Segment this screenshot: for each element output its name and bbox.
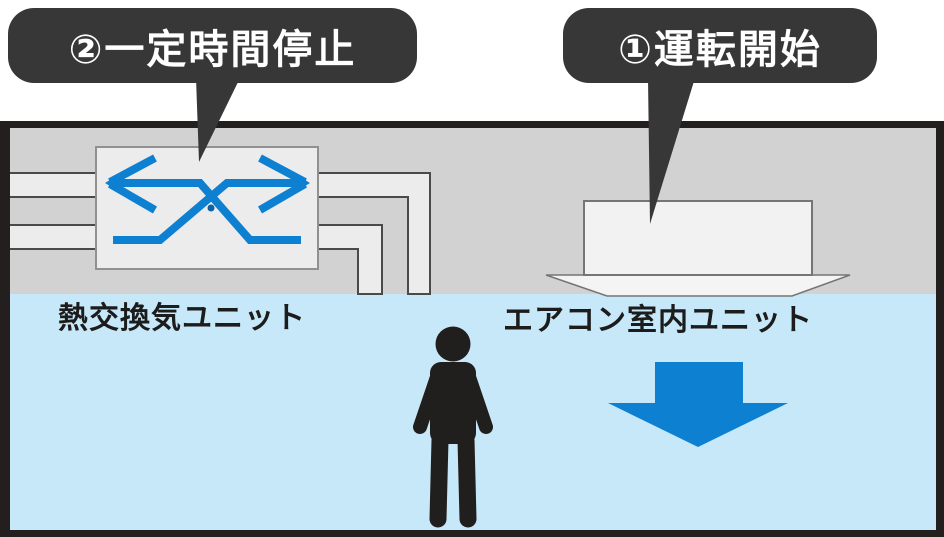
heat-exchange-airflow-icon — [105, 154, 310, 244]
callout-start-bubble: ①運転開始 — [563, 8, 877, 83]
left-wall — [0, 121, 10, 537]
heat-exchange-unit-box — [95, 146, 319, 270]
left-arrow-tip — [105, 172, 123, 194]
duct-left-upper — [7, 172, 99, 198]
crossflow-node — [207, 204, 215, 212]
right-arrow-tip — [292, 172, 310, 194]
callout-stop-tail — [196, 78, 240, 162]
callout-start-text: ①運転開始 — [618, 27, 822, 72]
heat-exchange-unit-label: 熱交換気ユニット — [58, 302, 306, 335]
ceiling-slab — [0, 121, 944, 128]
floor — [0, 530, 944, 537]
right-wall — [936, 121, 944, 537]
callout-stop-bubble: ②一定時間停止 — [8, 8, 417, 83]
down-arrow-icon — [608, 362, 788, 447]
ac-indoor-unit-label: エアコン室内ユニット — [503, 304, 813, 337]
exhaust-flow-path — [109, 179, 301, 244]
person-icon — [413, 326, 493, 528]
ac-indoor-unit-box — [583, 200, 813, 276]
callout-start-tail — [648, 78, 695, 224]
supply-flow-path — [113, 179, 306, 244]
callout-stop-text: ②一定時間停止 — [68, 27, 357, 72]
